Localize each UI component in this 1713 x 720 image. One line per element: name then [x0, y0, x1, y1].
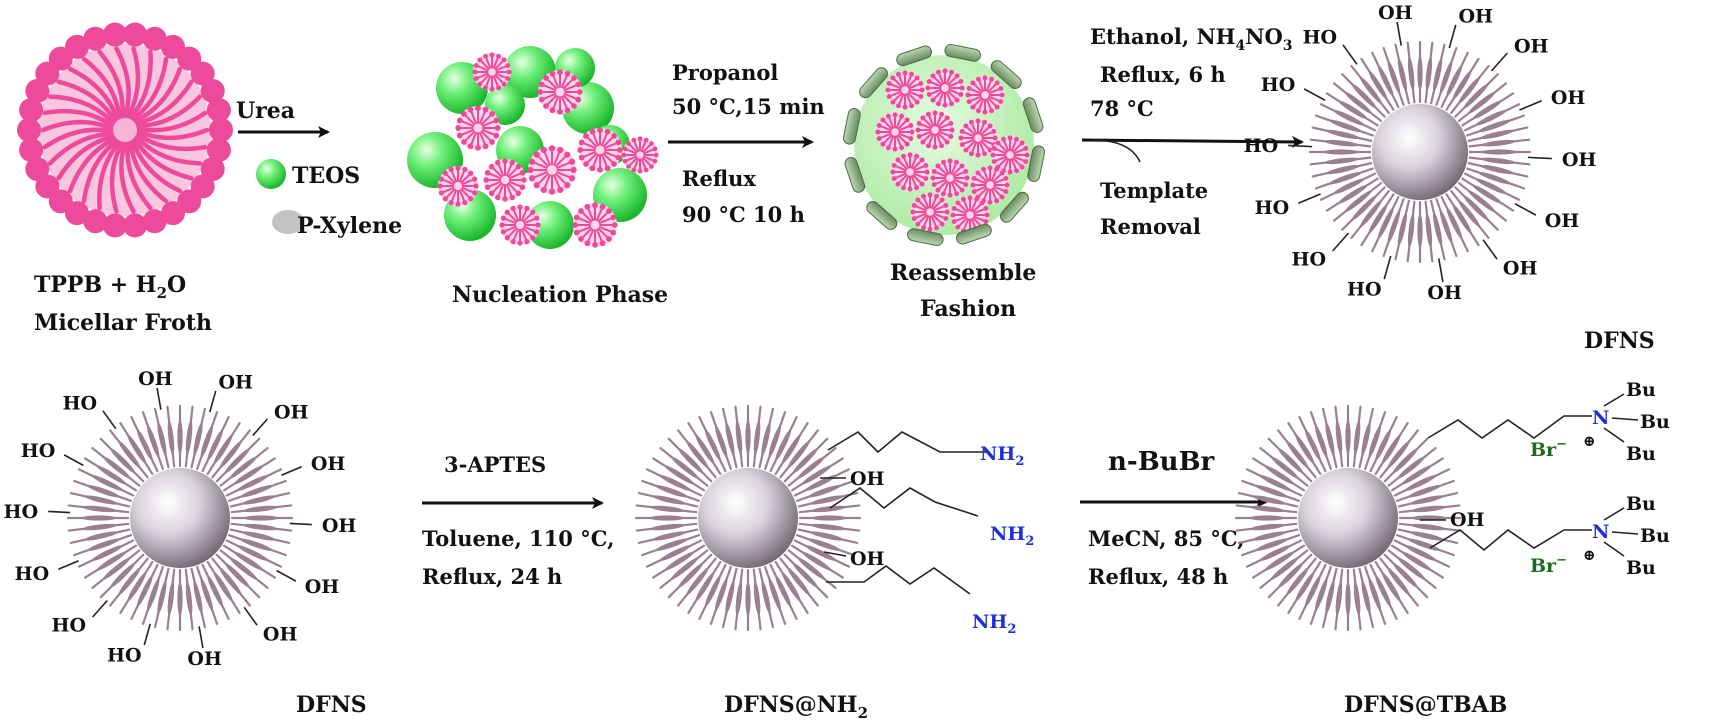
- bu-label-6: Bu: [1626, 557, 1656, 579]
- dfns-nh2-sphere-icon: [634, 404, 862, 632]
- bromide-label-2: Br−: [1530, 553, 1567, 577]
- hydroxyl-label: OH: [1551, 87, 1586, 109]
- nitrogen-label-1: N: [1592, 407, 1609, 429]
- hydroxyl-label: HO: [63, 393, 98, 415]
- amine-label-1: NH2: [980, 443, 1024, 469]
- mecn-label: MeCN, 85 °C,: [1088, 526, 1245, 551]
- plus-charge-1: ⊕: [1583, 432, 1596, 450]
- aminopropyl-chains: [820, 430, 986, 595]
- dfns-tbab-sphere-icon: [1234, 404, 1462, 632]
- hydroxyl-label: HO: [15, 563, 50, 585]
- dfns-nh2-caption: DFNS@NH2: [724, 692, 868, 720]
- micelle-caption-line2: Micellar Froth: [34, 310, 212, 336]
- ethanol-label: Ethanol, NH4NO3: [1090, 24, 1293, 54]
- urea-label: Urea: [236, 98, 295, 124]
- xylene-label: P-Xylene: [297, 213, 402, 239]
- hydroxyl-label: OH: [1545, 210, 1580, 232]
- removal-label: Removal: [1100, 214, 1201, 239]
- dfns-caption-top: DFNS: [1584, 328, 1655, 354]
- template-branch-line: [1091, 139, 1141, 163]
- propanol-label: Propanol: [672, 60, 778, 85]
- xylene-shadow-icon: [272, 210, 304, 234]
- bromide-label-1: Br−: [1530, 437, 1567, 461]
- nbubr-label: n-BuBr: [1108, 447, 1215, 477]
- hydroxyl-label: OH: [187, 648, 222, 670]
- hydroxyl-label: HO: [1261, 74, 1296, 96]
- hydroxyl-label: OH: [274, 402, 309, 424]
- temp1-label: 50 °C,15 min: [672, 94, 825, 119]
- hydroxyl-label: HO: [1347, 279, 1382, 301]
- temp2-label: 90 °C 10 h: [682, 202, 805, 227]
- hydroxyl-label: HO: [1244, 135, 1279, 157]
- arrow-icon: [1081, 135, 1304, 148]
- template-label: Template: [1100, 178, 1208, 203]
- hydroxyl-label: OH: [263, 623, 298, 645]
- nitrogen-label-2: N: [1592, 521, 1609, 543]
- nh2-hydroxyl-2: OH: [850, 548, 885, 570]
- bu-label-3: Bu: [1626, 443, 1656, 465]
- bu-label-5: Bu: [1640, 525, 1670, 547]
- tbab-hydroxyl: OH: [1450, 509, 1485, 531]
- dfns-tbab-caption: DFNS@TBAB: [1344, 692, 1507, 718]
- hydroxyl-label: HO: [21, 440, 56, 462]
- bu-label-4: Bu: [1626, 493, 1656, 515]
- hydroxyl-label: OH: [1378, 2, 1413, 24]
- hydroxyl-label: OH: [322, 515, 357, 537]
- hydroxyl-label: HO: [1255, 197, 1290, 219]
- bu-label-2: Bu: [1640, 411, 1670, 433]
- reflux2-label: Reflux, 6 h: [1100, 62, 1226, 87]
- dfns-caption-bottom: DFNS: [296, 692, 367, 718]
- hydroxyl-label: HO: [52, 614, 87, 636]
- dfns-sphere-icon: OH OH OH OH OH OH OH OH HO HO HO HO HO HO: [4, 368, 357, 670]
- hydroxyl-label: HO: [107, 645, 142, 667]
- teos-label: TEOS: [292, 163, 360, 189]
- hydroxyl-label: OH: [311, 453, 346, 475]
- teos-sphere-icon: [256, 159, 286, 189]
- plus-charge-2: ⊕: [1583, 546, 1596, 564]
- bu-label-1: Bu: [1626, 379, 1656, 401]
- temp3-label: 78 °C: [1090, 96, 1154, 121]
- hydroxyl-label: OH: [138, 368, 173, 390]
- hydroxyl-label: HO: [1303, 27, 1338, 49]
- micelle-caption-line1: TPPB + H2O: [34, 272, 186, 302]
- hydroxyl-label: OH: [1514, 36, 1549, 58]
- reassembled-shell-icon: [842, 43, 1046, 247]
- nh2-hydroxyl-1: OH: [850, 468, 885, 490]
- aptes-label: 3-APTES: [444, 452, 546, 477]
- nucleation-cluster-icon: [407, 46, 659, 249]
- hydroxyl-label: OH: [218, 371, 253, 393]
- amine-label-2: NH2: [990, 523, 1034, 549]
- hydroxyl-label: OH: [305, 576, 340, 598]
- nucleation-caption: Nucleation Phase: [452, 282, 668, 308]
- reflux4-label: Reflux, 48 h: [1088, 564, 1228, 589]
- hydroxyl-label: OH: [1562, 149, 1597, 171]
- hydroxyl-label: OH: [1427, 282, 1462, 304]
- dfns-sphere-icon: OH OH OH OH OH OH OH OH HO HO HO HO HO HO: [1244, 2, 1597, 304]
- reassemble-caption-line1: Reassemble: [890, 260, 1036, 286]
- reflux3-label: Reflux, 24 h: [422, 564, 562, 589]
- hydroxyl-label: HO: [4, 501, 39, 523]
- amine-label-3: NH2: [972, 611, 1016, 637]
- micelle-icon: [17, 22, 233, 238]
- hydroxyl-label: OH: [1503, 257, 1538, 279]
- ammonium-chains: [1420, 393, 1639, 557]
- hydroxyl-label: OH: [1458, 5, 1493, 27]
- reflux1-label: Reflux: [682, 166, 756, 191]
- toluene-label: Toluene, 110 °C,: [422, 526, 614, 551]
- hydroxyl-label: HO: [1292, 248, 1327, 270]
- reassemble-caption-line2: Fashion: [920, 296, 1016, 322]
